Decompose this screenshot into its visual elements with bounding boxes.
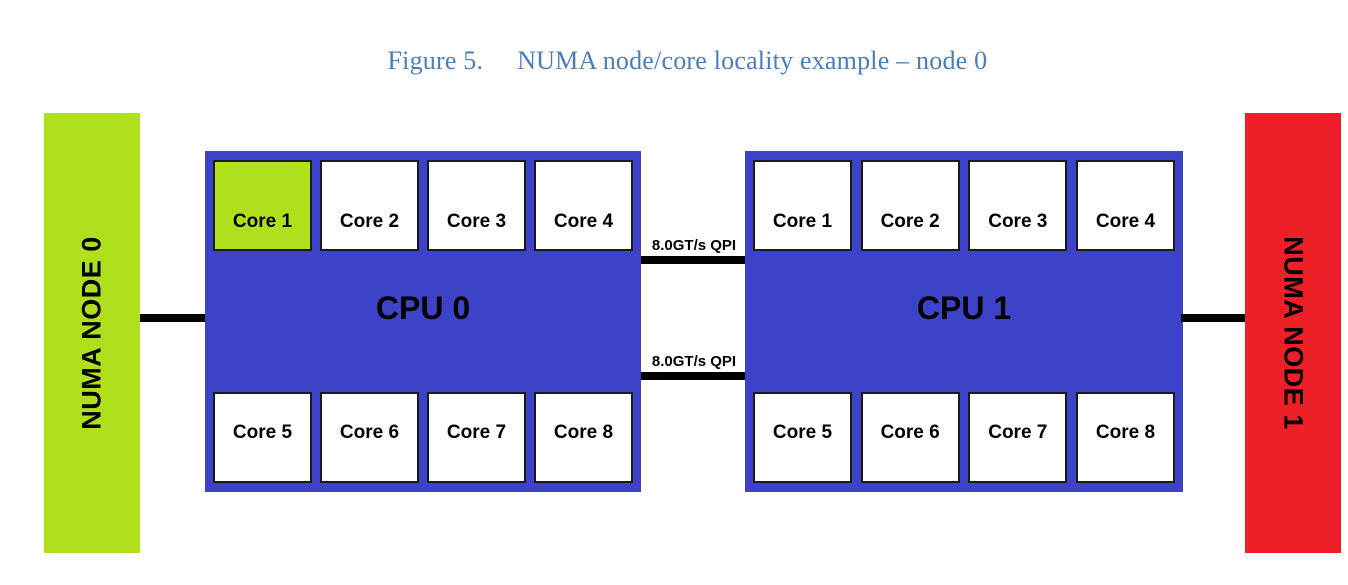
cpu-1-title: CPU 1 xyxy=(916,290,1012,326)
core-label: Core 3 xyxy=(988,211,1048,232)
cpu-0-core-row-top: Core 1 Core 2 Core 3 Core 4 xyxy=(213,160,633,251)
qpi-link-bottom: 8.0GT/s QPI xyxy=(641,352,747,380)
core-label: Core 8 xyxy=(553,422,614,443)
cpu-1-core-8[interactable]: Core 8 xyxy=(1075,392,1175,483)
cpu-1-core-6[interactable]: Core 6 xyxy=(860,392,960,483)
cpu-1-block: Core 1 Core 2 Core 3 Core 4 CPU 1 Core 5… xyxy=(745,151,1183,492)
cpu-0-core-7[interactable]: Core 7 xyxy=(427,392,526,483)
core-label: Core 3 xyxy=(446,211,507,232)
figure-caption-number: Figure 5. xyxy=(387,46,484,75)
core-label: Core 4 xyxy=(553,211,614,232)
cpu-0-core-2[interactable]: Core 2 xyxy=(320,160,419,251)
cpu-0-core-6[interactable]: Core 6 xyxy=(320,392,419,483)
numa-node-0-to-cpu-0-link xyxy=(140,314,207,322)
cpu-0-core-1[interactable]: Core 1 xyxy=(213,160,312,251)
cpu-1-core-row-bottom: Core 5 Core 6 Core 7 Core 8 xyxy=(753,392,1175,483)
core-label: Core 2 xyxy=(339,211,400,232)
cpu-1-core-5[interactable]: Core 5 xyxy=(753,392,852,483)
core-label: Core 6 xyxy=(880,422,940,443)
cpu-1-core-7[interactable]: Core 7 xyxy=(968,392,1068,483)
cpu-0-core-8[interactable]: Core 8 xyxy=(534,392,633,483)
core-label: Core 5 xyxy=(232,422,293,443)
cpu-0-title: CPU 0 xyxy=(375,290,471,326)
qpi-link-top-label: 8.0GT/s QPI xyxy=(651,237,737,254)
core-label: Core 7 xyxy=(988,422,1048,443)
cpu-0-core-3[interactable]: Core 3 xyxy=(427,160,526,251)
cpu-1-to-numa-node-1-link xyxy=(1181,314,1247,322)
cpu-0-core-row-bottom: Core 5 Core 6 Core 7 Core 8 xyxy=(213,392,633,483)
core-label: Core 2 xyxy=(880,211,940,232)
core-label: Core 7 xyxy=(446,422,507,443)
cpu-0-core-4[interactable]: Core 4 xyxy=(534,160,633,251)
numa-node-0-block: NUMA NODE 0 xyxy=(44,113,140,553)
cpu-0-block: Core 1 Core 2 Core 3 Core 4 CPU 0 Core 5… xyxy=(205,151,641,492)
qpi-link-top: 8.0GT/s QPI xyxy=(641,236,747,264)
core-label: Core 4 xyxy=(1095,211,1156,232)
core-label: Core 6 xyxy=(339,422,400,443)
qpi-link-top-line xyxy=(641,256,747,264)
numa-node-1-label: NUMA NODE 1 xyxy=(1278,236,1309,430)
figure-caption-text: NUMA node/core locality example – node 0 xyxy=(517,46,988,75)
core-label: Core 8 xyxy=(1095,422,1156,443)
qpi-link-bottom-line xyxy=(641,372,747,380)
figure-caption: Figure 5. NUMA node/core locality example… xyxy=(0,16,1348,106)
core-label: Core 1 xyxy=(232,211,293,232)
core-label: Core 5 xyxy=(772,422,833,443)
cpu-1-core-3[interactable]: Core 3 xyxy=(968,160,1068,251)
qpi-link-bottom-label: 8.0GT/s QPI xyxy=(651,353,737,370)
cpu-1-core-row-top: Core 1 Core 2 Core 3 Core 4 xyxy=(753,160,1175,251)
numa-node-0-label: NUMA NODE 0 xyxy=(76,236,107,430)
cpu-0-core-5[interactable]: Core 5 xyxy=(213,392,312,483)
numa-node-1-block: NUMA NODE 1 xyxy=(1245,113,1341,553)
cpu-1-core-4[interactable]: Core 4 xyxy=(1075,160,1175,251)
core-label: Core 1 xyxy=(772,211,833,232)
cpu-1-core-1[interactable]: Core 1 xyxy=(753,160,852,251)
cpu-1-core-2[interactable]: Core 2 xyxy=(860,160,960,251)
